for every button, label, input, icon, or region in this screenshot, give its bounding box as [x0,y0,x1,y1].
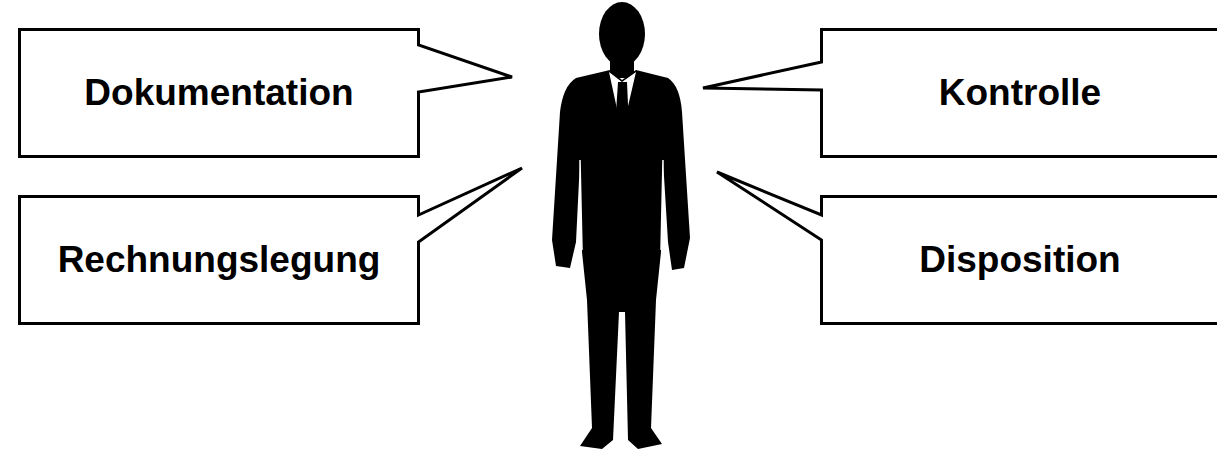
callout-box: Kontrolle [820,28,1217,158]
callout-box: Rechnungslegung [18,195,420,325]
necktie [615,82,629,138]
callout-text: Dokumentation [84,72,353,114]
speech-bubble-path [20,168,523,324]
callout-text: Kontrolle [939,72,1101,114]
callout-text: Rechnungslegung [58,239,381,281]
arm-gap-lines [580,160,663,250]
callout-box: Dokumentation [18,28,420,158]
speech-bubble-path [703,30,1217,157]
silhouette-suit [552,70,690,449]
speech-bubble-path [717,172,1217,324]
silhouette-body [552,2,690,449]
callout-text: Disposition [919,239,1120,281]
callout-box: Disposition [820,195,1217,325]
speech-bubble-path [20,30,513,157]
